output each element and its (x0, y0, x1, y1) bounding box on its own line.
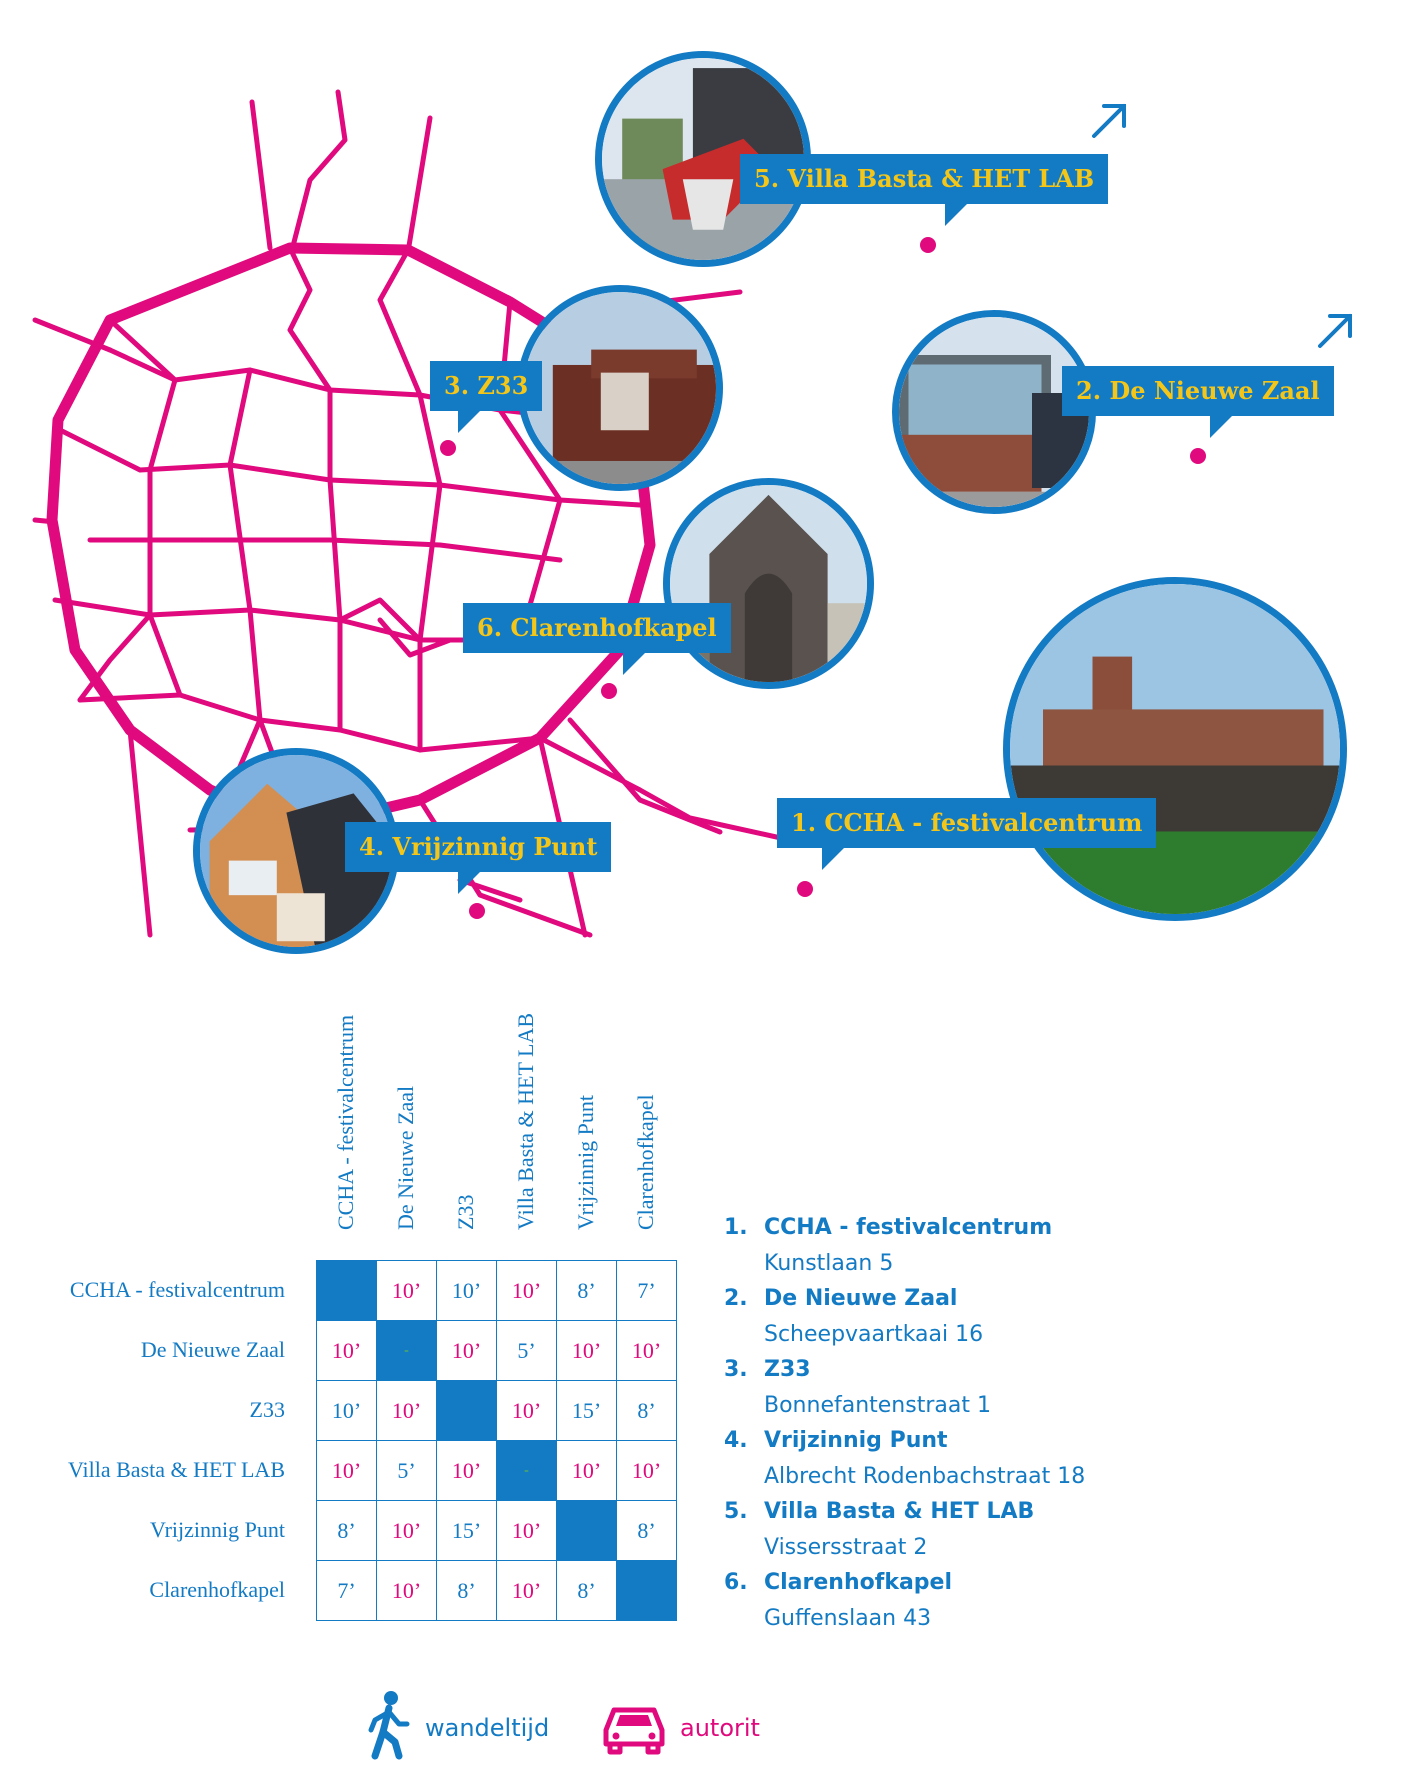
matrix-cell: 10’ (496, 1380, 557, 1441)
matrix-cell: 15’ (436, 1500, 497, 1561)
travel-time-matrix: 10’ 10’ 10’ 8’ 7’ 10’ - 10’ 5’ 10’ 10’ 1… (316, 1260, 677, 1621)
matrix-cell: 10’ (376, 1260, 437, 1321)
address-number: 3. (724, 1357, 748, 1382)
arrow-up-right-icon (1318, 314, 1352, 348)
matrix-cell: 8’ (316, 1500, 377, 1561)
matrix-cell: 5’ (376, 1440, 437, 1501)
matrix-col-header: Clarenhofkapel (633, 1094, 658, 1230)
matrix-cell: 7’ (316, 1560, 377, 1621)
address-venue-name: Villa Basta & HET LAB (764, 1499, 1035, 1524)
address-number: 6. (724, 1570, 748, 1595)
matrix-cell (436, 1380, 497, 1441)
matrix-cell: 10’ (376, 1500, 437, 1561)
matrix-cell: - (496, 1440, 557, 1501)
location-pin-ccha[interactable] (797, 881, 813, 897)
matrix-cell: 10’ (556, 1440, 617, 1501)
location-pin-clarenhofkapel[interactable] (601, 683, 617, 699)
matrix-cell: 10’ (436, 1260, 497, 1321)
matrix-cell: 8’ (556, 1560, 617, 1621)
map-label-villa-basta[interactable]: 5. Villa Basta & HET LAB (740, 154, 1109, 226)
matrix-row: 10’ 10’ 10’ 15’ 8’ (316, 1380, 677, 1441)
address-venue-name: Clarenhofkapel (764, 1570, 952, 1595)
matrix-cell: 8’ (616, 1380, 677, 1441)
address-venue-name: Z33 (764, 1357, 811, 1382)
address-number: 5. (724, 1499, 748, 1524)
address-number: 2. (724, 1286, 748, 1311)
matrix-cell: 8’ (436, 1560, 497, 1621)
location-pin-de-nieuwe-zaal[interactable] (1190, 448, 1206, 464)
matrix-cell (556, 1500, 617, 1561)
photo-ccha (1003, 577, 1347, 921)
matrix-cell: 10’ (556, 1320, 617, 1381)
address-number: 1. (724, 1215, 748, 1240)
arrow-up-right-icon (1092, 104, 1126, 138)
matrix-cell: 10’ (316, 1320, 377, 1381)
address-venue-name: Vrijzinnig Punt (764, 1428, 948, 1453)
matrix-row-header: Villa Basta & HET LAB (67, 1457, 285, 1482)
matrix-col-header: De Nieuwe Zaal (393, 1085, 418, 1230)
matrix-col-header: Villa Basta & HET LAB (513, 1012, 538, 1230)
address-number: 4. (724, 1428, 748, 1453)
matrix-cell: 10’ (616, 1320, 677, 1381)
matrix-col-header: Z33 (453, 1194, 478, 1230)
address-street: Vissersstraat 2 (764, 1535, 928, 1560)
matrix-cell: 10’ (316, 1380, 377, 1441)
matrix-row-header: Vrijzinnig Punt (150, 1517, 285, 1542)
matrix-cell (616, 1560, 677, 1621)
walking-person-icon (368, 1691, 410, 1760)
matrix-cell: 8’ (556, 1260, 617, 1321)
map-label-de-nieuwe-zaal[interactable]: 2. De Nieuwe Zaal (1062, 366, 1334, 438)
matrix-row-header: Clarenhofkapel (149, 1577, 285, 1602)
photo-z33 (517, 285, 723, 491)
location-pin-villa-basta[interactable] (920, 237, 936, 253)
matrix-cell: 10’ (496, 1260, 557, 1321)
matrix-row: 8’ 10’ 15’ 10’ 8’ (316, 1500, 677, 1561)
address-street: Albrecht Rodenbachstraat 18 (764, 1464, 1086, 1489)
map-label-clarenhofkapel[interactable]: 6. Clarenhofkapel (463, 603, 731, 675)
matrix-cell: 8’ (616, 1500, 677, 1561)
matrix-cell: 10’ (616, 1440, 677, 1501)
map-label-ccha[interactable]: 1. CCHA - festivalcentrum (777, 798, 1157, 870)
photo-clarenhofkapel (663, 478, 874, 689)
matrix-cell: 10’ (376, 1380, 437, 1441)
matrix-cell: 10’ (316, 1440, 377, 1501)
matrix-col-header: CCHA - festivalcentrum (333, 1014, 358, 1230)
map-label-z33[interactable]: 3. Z33 (430, 361, 543, 433)
map-label-vrijzinnig-punt[interactable]: 4. Vrijzinnig Punt (345, 822, 612, 894)
matrix-cell: 7’ (616, 1260, 677, 1321)
matrix-row: 10’ 10’ 10’ 8’ 7’ (316, 1260, 677, 1321)
matrix-cell: 10’ (376, 1560, 437, 1621)
matrix-row-header: Z33 (249, 1397, 285, 1422)
address-street: Guffenslaan 43 (764, 1606, 932, 1631)
address-venue-name: CCHA - festivalcentrum (764, 1215, 1053, 1240)
matrix-cell: 15’ (556, 1380, 617, 1441)
address-street: Bonnefantenstraat 1 (764, 1393, 991, 1418)
location-pin-vrijzinnig-punt[interactable] (469, 903, 485, 919)
address-street: Scheepvaartkaai 16 (764, 1322, 984, 1347)
matrix-row: 10’ 5’ 10’ - 10’ 10’ (316, 1440, 677, 1501)
legend-walk-label: wandeltijd (425, 1714, 550, 1742)
matrix-cell (316, 1260, 377, 1321)
location-pin-z33[interactable] (440, 440, 456, 456)
matrix-col-header: Vrijzinnig Punt (573, 1095, 598, 1230)
matrix-cell: - (376, 1320, 437, 1381)
matrix-row-header: CCHA - festivalcentrum (69, 1277, 285, 1302)
car-icon (603, 1707, 665, 1755)
matrix-row: 10’ - 10’ 5’ 10’ 10’ (316, 1320, 677, 1381)
address-street: Kunstlaan 5 (764, 1251, 894, 1276)
matrix-cell: 10’ (436, 1320, 497, 1381)
address-venue-name: De Nieuwe Zaal (764, 1286, 958, 1311)
legend-car-label: autorit (680, 1714, 760, 1742)
matrix-cell: 10’ (496, 1500, 557, 1561)
matrix-row-header: De Nieuwe Zaal (140, 1337, 285, 1362)
matrix-cell: 10’ (436, 1440, 497, 1501)
matrix-row: 7’ 10’ 8’ 10’ 8’ (316, 1560, 677, 1621)
photo-de-nieuwe-zaal (892, 310, 1096, 514)
matrix-cell: 5’ (496, 1320, 557, 1381)
matrix-cell: 10’ (496, 1560, 557, 1621)
